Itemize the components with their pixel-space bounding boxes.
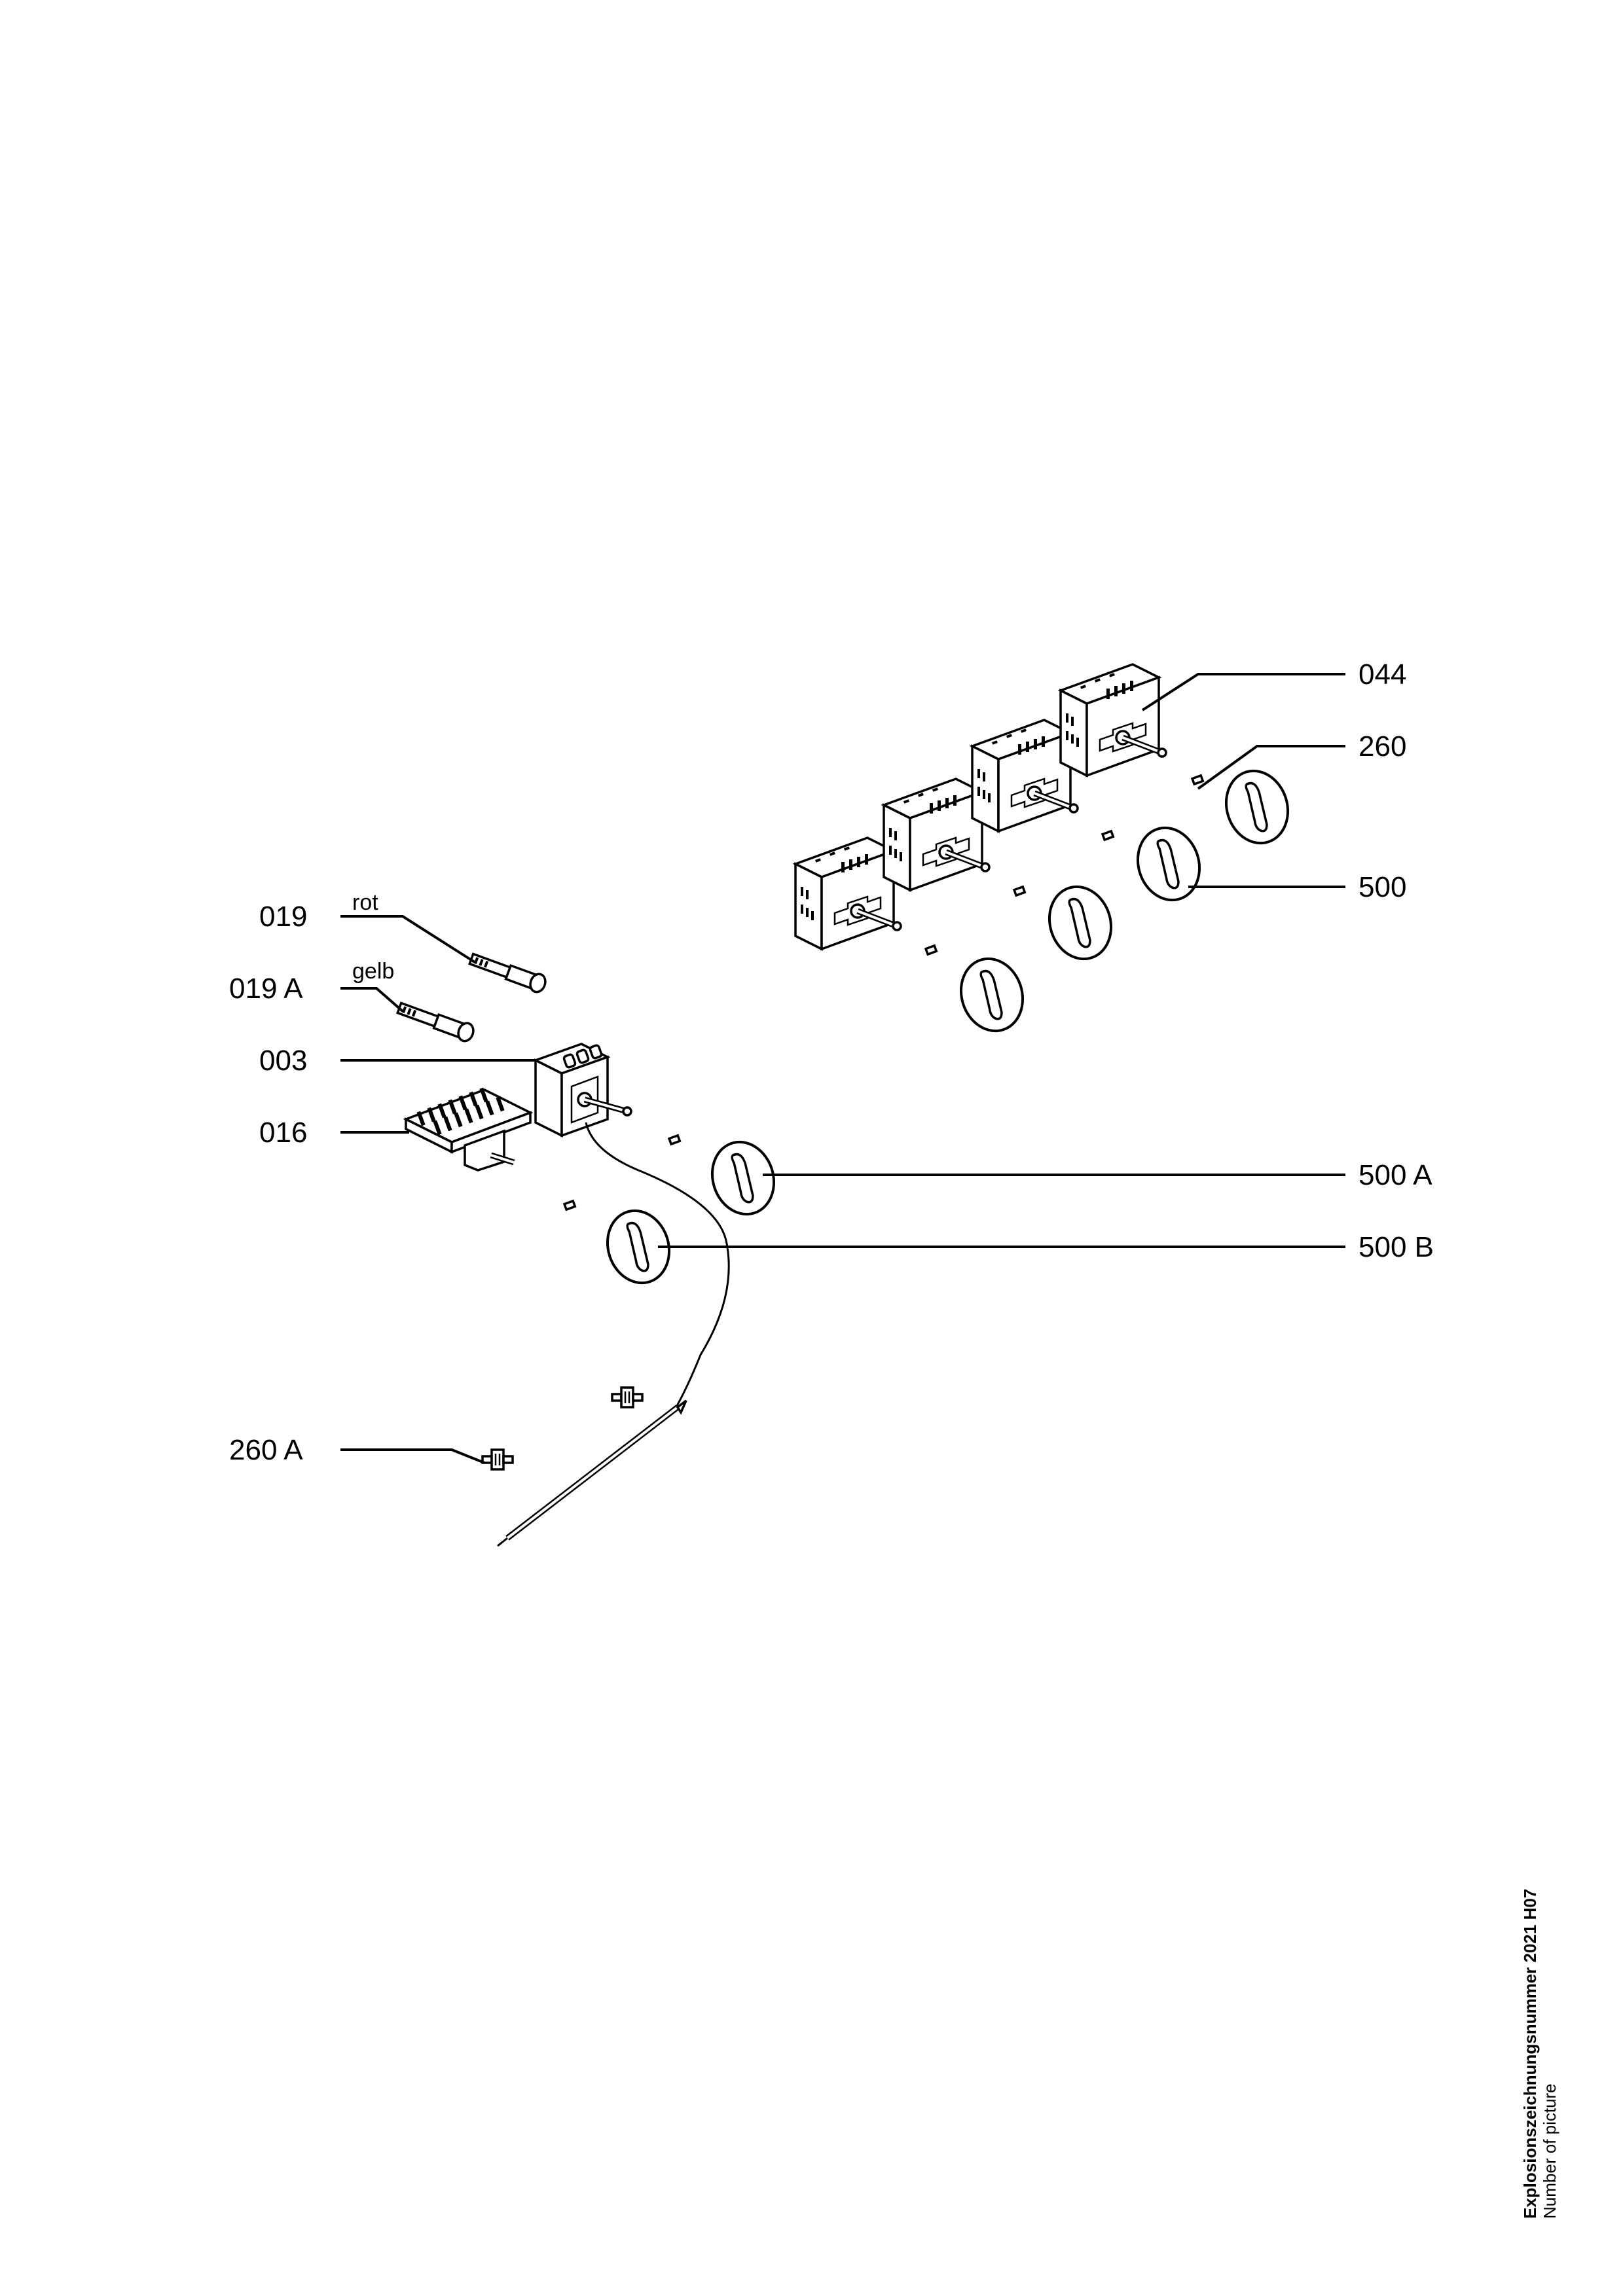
- callout-044: 044: [1359, 658, 1406, 691]
- selector-switch-016: [403, 1087, 534, 1172]
- callout-003: 003: [259, 1045, 307, 1077]
- clip-260-1: [924, 944, 938, 956]
- thermostat-003: [532, 1043, 632, 1138]
- leader-019: [340, 915, 476, 963]
- leader-lines: [340, 673, 1345, 1464]
- clip-lower-1: [667, 1134, 682, 1146]
- callout-019a: 019 A: [229, 973, 303, 1005]
- capillary-tube: [585, 1122, 730, 1411]
- energy-regulator-4: [1057, 663, 1167, 778]
- clip-260-2: [1012, 885, 1027, 897]
- clip-260-3: [1101, 829, 1115, 842]
- energy-regulator-3: [969, 719, 1079, 833]
- energy-regulator-group-044: [792, 663, 1167, 951]
- knob-group-500: [959, 769, 1290, 1033]
- callout-260a: 260 A: [229, 1434, 303, 1466]
- knob-500b: [606, 1209, 671, 1285]
- sublabel-rot: rot: [352, 890, 378, 915]
- sublabel-gelb: gelb: [352, 959, 394, 984]
- caption-subtitle: Number of picture: [1540, 2083, 1559, 2219]
- callout-labels: 044 260 500 019 019 A 003 016 500 A 500 …: [229, 658, 1434, 1466]
- callout-500b: 500 B: [1359, 1231, 1434, 1263]
- callout-019: 019: [259, 901, 307, 933]
- leader-260: [1197, 745, 1345, 790]
- leader-019a: [340, 987, 404, 1013]
- leader-044: [1141, 673, 1345, 711]
- callout-016: 016: [259, 1117, 307, 1149]
- knob-500-4: [1224, 769, 1290, 845]
- knob-500a: [710, 1140, 776, 1216]
- capillary-clip-260a-1: [611, 1386, 644, 1408]
- clip-260-4: [1190, 774, 1205, 786]
- caption-block: Explosionszeichnungsnummer 2021 H07 Numb…: [1520, 1889, 1559, 2219]
- caption-title: Explosionszeichnungsnummer 2021 H07: [1520, 1888, 1540, 2219]
- indicator-lamp-019a: [396, 1001, 475, 1043]
- indicator-lamp-019: [468, 952, 547, 994]
- leader-260a: [340, 1448, 485, 1464]
- energy-regulator-2: [881, 778, 991, 892]
- callout-260: 260: [1359, 730, 1406, 762]
- capillary-clip-260a-2: [481, 1448, 514, 1471]
- sensor-bulb: [497, 1399, 687, 1547]
- knob-500-3: [1136, 826, 1201, 902]
- clip-lower-2: [562, 1199, 577, 1211]
- knob-500-2: [1048, 885, 1113, 961]
- energy-regulator-1: [792, 836, 902, 951]
- callout-500a: 500 A: [1359, 1159, 1432, 1191]
- knob-500-1: [959, 957, 1025, 1033]
- callout-500: 500: [1359, 871, 1406, 903]
- clip-group-260: [924, 774, 1205, 956]
